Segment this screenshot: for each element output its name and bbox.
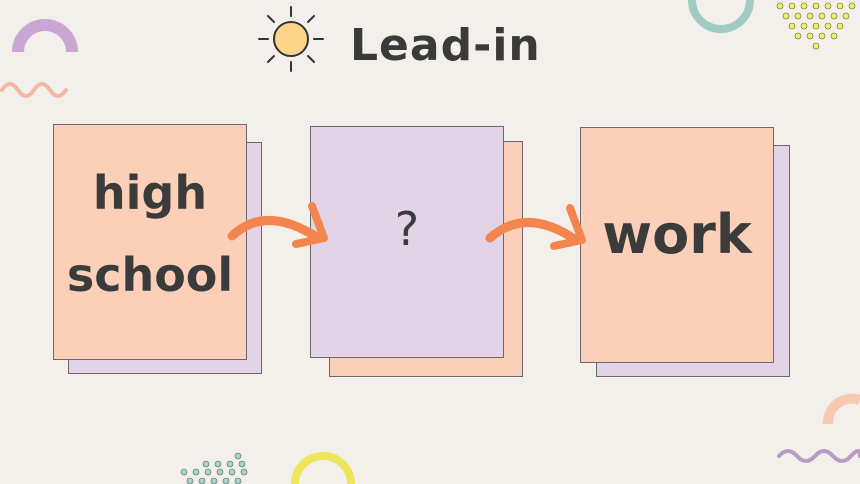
teal-dots-decoration [180, 452, 248, 484]
yellow-dots-decoration [776, 2, 856, 50]
lilac-wave-decoration [777, 449, 860, 463]
sun-icon [258, 6, 324, 72]
card-high-school-line2: school [66, 248, 234, 302]
card-unknown-text: ? [394, 202, 420, 256]
card-work-text: work [602, 203, 752, 266]
teal-ring-decoration [688, 0, 754, 33]
yellow-ring-decoration [291, 452, 355, 484]
card-unknown: ? [310, 126, 504, 358]
peach-arc-decoration [822, 393, 860, 425]
lilac-semicircle-decoration [12, 19, 78, 53]
arrow-right-icon [227, 202, 328, 248]
card-high-school: high school [53, 124, 247, 360]
card-high-school-line1: high [92, 166, 208, 220]
arrow-right-icon [485, 204, 586, 250]
slide-title: Lead-in [350, 20, 541, 71]
card-work: work [580, 127, 774, 363]
peach-wave-decoration [0, 82, 68, 98]
